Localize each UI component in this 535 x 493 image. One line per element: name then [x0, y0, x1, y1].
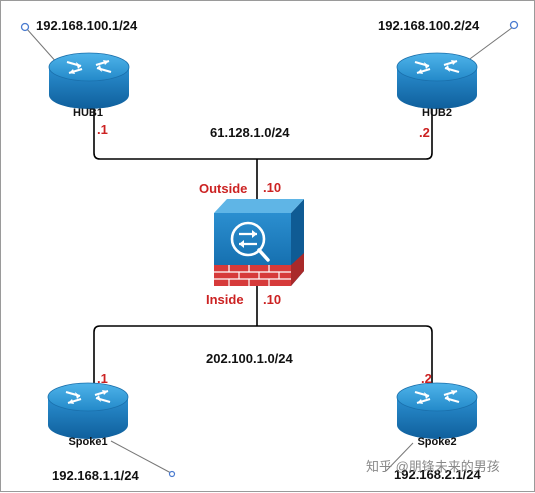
lan-links [20, 20, 519, 478]
spoke2-wan-ip: .2 [421, 371, 432, 386]
spoke2-label: Spoke2 [417, 436, 456, 448]
asa-firewall-icon [214, 199, 304, 286]
spoke1-lan-label: 192.168.1.1/24 [52, 468, 140, 483]
hub1-wan-ip: .1 [97, 122, 108, 137]
hub2-lan-endpoint [509, 20, 519, 30]
hub2-lan-link [462, 26, 514, 65]
wan-links [93, 105, 433, 401]
inside-interface-label: Inside [206, 292, 244, 307]
spoke1-lan-link [110, 440, 172, 474]
spoke2-lan-label: 192.168.2.1/24 [394, 467, 482, 482]
spoke1-lan-endpoint [168, 470, 176, 478]
spoke1-router: Spoke1 [46, 381, 130, 448]
hub1-lan-label: 192.168.100.1/24 [36, 18, 138, 33]
hub2-label: HUB2 [422, 107, 452, 119]
inside-network-label: 202.100.1.0/24 [206, 351, 294, 366]
spoke1-wan-ip: .1 [97, 371, 108, 386]
hub2-lan-label: 192.168.100.2/24 [378, 18, 480, 33]
hub1-router: HUB1 [47, 51, 131, 119]
hub1-lan-endpoint [20, 22, 30, 32]
inside-segment-line [93, 325, 433, 401]
outside-segment-line [93, 105, 433, 160]
hub2-wan-ip: .2 [419, 125, 430, 140]
spoke1-label: Spoke1 [68, 436, 107, 448]
spoke2-router: Spoke2 [395, 381, 479, 448]
hub2-router: HUB2 [395, 51, 479, 119]
outside-network-label: 61.128.1.0/24 [210, 125, 290, 140]
spoke2-lan-link [385, 442, 414, 472]
inside-ip-label: .10 [263, 292, 281, 307]
outside-interface-label: Outside [199, 181, 247, 196]
hub1-label: HUB1 [73, 107, 103, 119]
outside-ip-label: .10 [263, 180, 281, 195]
hub1-lan-link [25, 27, 59, 65]
watermark-text: 知乎 @朋锋未来的男孩 [366, 459, 500, 474]
